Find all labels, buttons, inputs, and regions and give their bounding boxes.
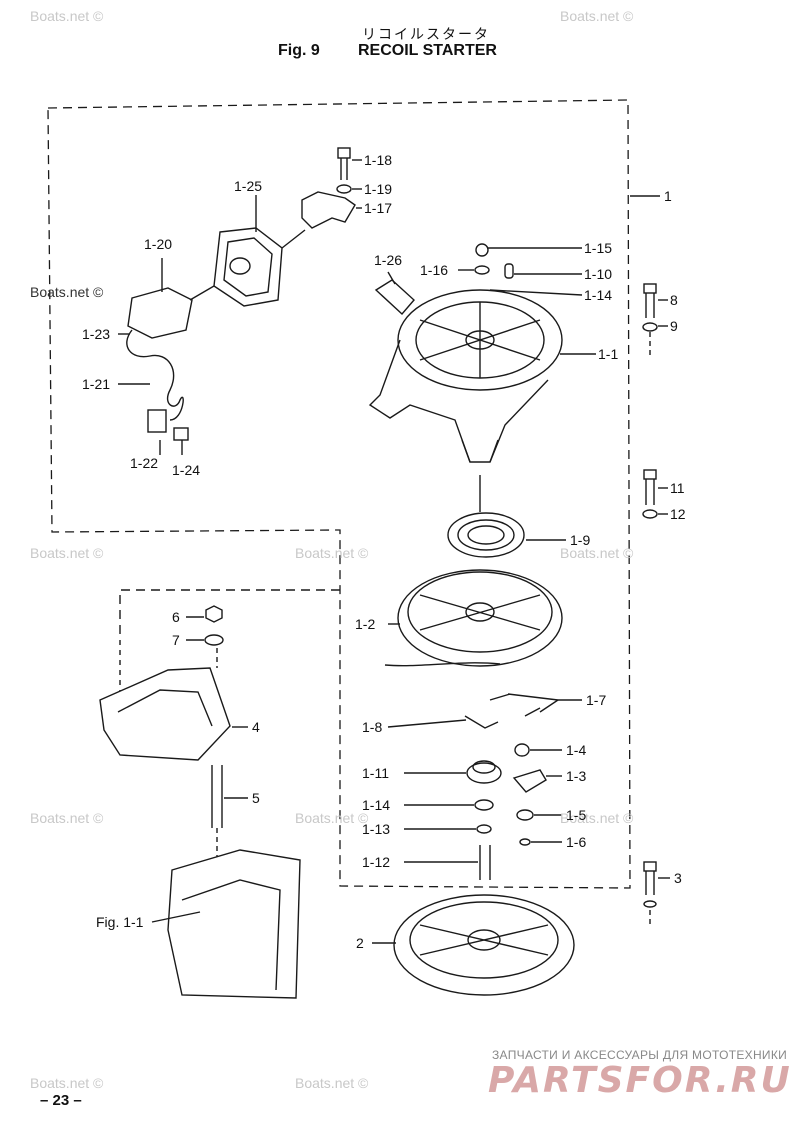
callout-fig-1-1: Fig. 1-1 xyxy=(96,914,144,930)
callout-12: 12 xyxy=(670,506,686,522)
starter-cover-2 xyxy=(393,894,575,996)
callout-1-21: 1-21 xyxy=(82,376,111,392)
callout-5: 5 xyxy=(252,790,260,806)
callout-11: 11 xyxy=(670,480,685,496)
callout-1-5: 1-5 xyxy=(566,807,587,823)
assembly-boundary xyxy=(47,99,631,889)
page-title: RECOIL STARTER xyxy=(358,42,497,59)
callout-1: 1 xyxy=(664,188,672,204)
title-japanese: リコイルスタータ xyxy=(362,26,490,42)
bolt-1-18 xyxy=(337,147,362,180)
callout-1-23: 1-23 xyxy=(82,326,111,342)
callout-1-1: 1-1 xyxy=(598,346,619,362)
watermark: Boats.net © xyxy=(560,810,634,826)
callout-8: 8 xyxy=(670,292,678,308)
reel-1-2 xyxy=(384,569,563,667)
callout-1-3: 1-3 xyxy=(566,768,587,784)
watermark: Boats.net © xyxy=(30,545,104,561)
watermark: Boats.net © xyxy=(560,545,634,561)
watermark: Boats.net © xyxy=(30,810,104,826)
watermark: Boats.net © xyxy=(560,8,634,24)
callout-1-7: 1-7 xyxy=(586,692,607,708)
callout-1-6: 1-6 xyxy=(566,834,587,850)
callout-1-16: 1-16 xyxy=(420,262,449,278)
watermark: Boats.net © xyxy=(295,1075,369,1091)
callout-7: 7 xyxy=(172,632,180,648)
callout-1-25: 1-25 xyxy=(234,178,263,194)
figure-number: Fig. 9 xyxy=(278,42,320,59)
watermark: Boats.net © xyxy=(295,810,369,826)
callout-1-8: 1-8 xyxy=(362,719,383,735)
callout-1-20: 1-20 xyxy=(144,236,173,252)
callout-1-10: 1-10 xyxy=(584,266,613,282)
callout-1-13: 1-13 xyxy=(362,821,391,837)
watermark: Boats.net © xyxy=(30,284,104,300)
callout-1-26: 1-26 xyxy=(374,252,403,268)
callout-1-2: 1-2 xyxy=(355,616,376,632)
callout-9: 9 xyxy=(670,318,678,334)
starter-case-1-1 xyxy=(368,289,563,463)
callout-1-19: 1-19 xyxy=(364,181,393,197)
callout-1-24: 1-24 xyxy=(172,462,201,478)
page-number: – 23 – xyxy=(40,1092,82,1109)
callout-3: 3 xyxy=(674,870,682,886)
callout-1-17: 1-17 xyxy=(364,200,393,216)
watermark: Boats.net © xyxy=(295,545,369,561)
callout-1-14-upper: 1-14 xyxy=(584,287,613,303)
callout-2: 2 xyxy=(356,935,364,951)
callout-1-18: 1-18 xyxy=(364,152,393,168)
callout-1-15: 1-15 xyxy=(584,240,613,256)
shop-logo: PARTSFOR.RU xyxy=(488,1060,792,1101)
callout-6: 6 xyxy=(172,609,180,625)
callout-1-9: 1-9 xyxy=(570,532,591,548)
callout-1-11: 1-11 xyxy=(362,765,389,781)
callout-1-14-lower: 1-14 xyxy=(362,797,391,813)
callout-1-22: 1-22 xyxy=(130,455,159,471)
callout-1-12: 1-12 xyxy=(362,854,391,870)
watermark: Boats.net © xyxy=(30,1075,104,1091)
watermark: Boats.net © xyxy=(30,8,104,24)
callout-1-4: 1-4 xyxy=(566,742,587,758)
callout-4: 4 xyxy=(252,719,260,735)
shop-caption: ЗАПЧАСТИ И АКСЕССУАРЫ ДЛЯ МОТОТЕХНИКИ xyxy=(492,1048,788,1062)
